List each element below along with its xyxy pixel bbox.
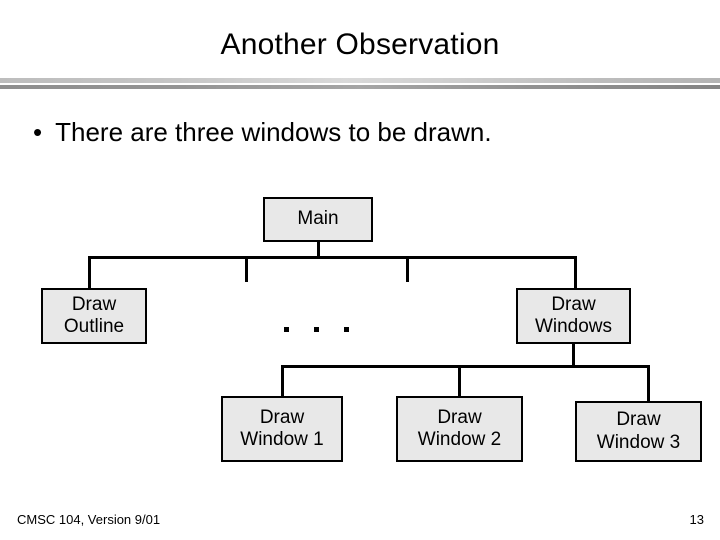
node-main: Main — [263, 197, 373, 242]
title-divider-light — [0, 78, 720, 83]
footer-page-number: 13 — [689, 512, 704, 527]
bullet-marker-icon: • — [33, 117, 43, 147]
node-draw-window-2-line2: Window 2 — [417, 429, 502, 450]
node-draw-window-1-line2: Window 1 — [240, 429, 324, 450]
bullet-item: • There are three windows to be drawn. — [33, 117, 492, 148]
title-divider-gap — [0, 83, 720, 85]
node-draw-window-2: Draw Window 2 — [396, 396, 523, 462]
node-draw-outline: Draw Outline — [41, 288, 147, 344]
ellipsis-dot — [314, 327, 319, 332]
node-draw-window-2-line1: Draw — [437, 406, 482, 428]
node-draw-windows: Draw Windows — [516, 288, 631, 344]
connector-bus-level2 — [281, 365, 650, 368]
node-draw-window-1-line1: Draw — [259, 406, 305, 428]
node-draw-window-1: Draw Window 1 — [221, 396, 343, 462]
node-main-label: Main — [297, 208, 339, 230]
node-draw-outline-line1: Draw — [71, 293, 117, 315]
node-draw-windows-line2: Windows — [534, 316, 613, 337]
footer-course-label: CMSC 104, Version 9/01 — [17, 512, 161, 527]
connector-drop-window-2 — [458, 365, 461, 396]
node-draw-windows-line1: Draw — [551, 293, 596, 315]
node-draw-outline-line2: Outline — [63, 316, 125, 337]
connector-drop-window-3 — [647, 365, 650, 401]
ellipsis-dot — [344, 327, 349, 332]
connector-bus-level1 — [88, 256, 577, 259]
title-divider-dark — [0, 85, 720, 89]
connector-drop-ellipsis-right — [406, 256, 409, 282]
connector-drop-draw-outline — [88, 256, 91, 289]
node-draw-window-3-line1: Draw — [616, 409, 661, 431]
connector-main-stem — [317, 242, 320, 258]
ellipsis-dot — [284, 327, 289, 332]
connector-draw-windows-stem — [572, 344, 575, 368]
connector-drop-window-1 — [281, 365, 284, 396]
node-draw-window-3-line2: Window 3 — [596, 431, 681, 453]
ellipsis-omitted-nodes — [284, 321, 356, 337]
connector-drop-ellipsis-left — [245, 256, 248, 282]
bullet-text: There are three windows to be drawn. — [55, 117, 492, 147]
page-title: Another Observation — [220, 28, 500, 61]
node-draw-window-3: Draw Window 3 — [575, 401, 702, 462]
connector-drop-draw-windows — [574, 256, 577, 289]
